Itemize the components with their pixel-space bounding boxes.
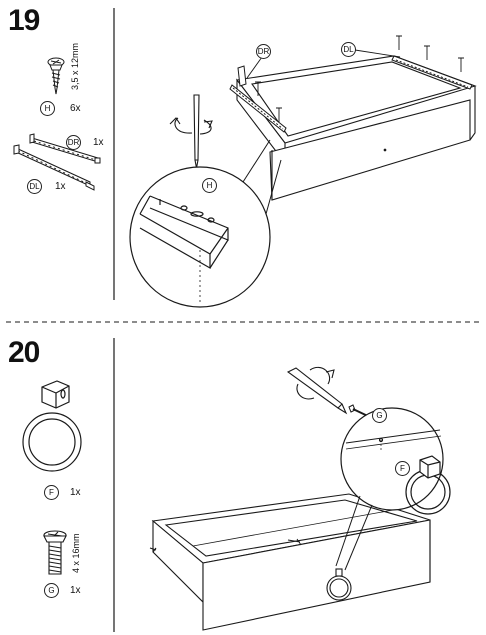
bolt-inside-drawer	[287, 538, 302, 546]
ring-f-qty: 1x	[70, 487, 81, 498]
screw-h-size-label: 3,5 x 12mm	[70, 42, 80, 90]
zoom-circle-20	[335, 407, 451, 571]
callout-dr-badge: DR	[256, 44, 271, 59]
rail-dl-qty: 1x	[55, 181, 66, 192]
rail-dl-icon	[13, 144, 95, 191]
screwdriver-19-icon	[169, 94, 213, 169]
rail-dl-part-badge: DL	[27, 179, 42, 194]
bolt-g-part-badge: G	[44, 583, 59, 598]
callout-f-badge: F	[395, 461, 410, 476]
callout-h-badge: H	[202, 178, 217, 193]
bolt-g-icon	[43, 530, 67, 575]
callout-g-badge: G	[372, 408, 387, 423]
leader-dr	[246, 56, 263, 79]
bolt-g-qty: 1x	[70, 585, 81, 596]
screw-h-qty: 6x	[70, 103, 81, 114]
ring-pull-f-icon	[22, 380, 82, 472]
drawer-screws-19	[255, 35, 464, 122]
screw-h-icon	[47, 57, 65, 95]
rail-dr-icon	[29, 133, 101, 164]
rail-dr-qty: 1x	[93, 137, 104, 148]
callout-dl-badge: DL	[341, 42, 356, 57]
screw-h-part-badge: H	[40, 101, 55, 116]
drawer-box-20	[149, 493, 431, 631]
bolt-g-size-label: 4 x 16mm	[71, 533, 81, 573]
step-19-number: 19	[8, 4, 40, 37]
step-20-number: 20	[8, 336, 40, 369]
ring-f-part-badge: F	[44, 485, 59, 500]
leader-dl	[354, 49, 401, 58]
ring-on-drawer	[326, 568, 352, 601]
zoom-circle-19	[129, 139, 282, 308]
rail-dr-part-badge: DR	[66, 135, 81, 150]
screwdriver-20-icon	[286, 366, 348, 415]
drawer-rail-right	[391, 55, 473, 90]
drawer-rail-left	[229, 65, 287, 133]
